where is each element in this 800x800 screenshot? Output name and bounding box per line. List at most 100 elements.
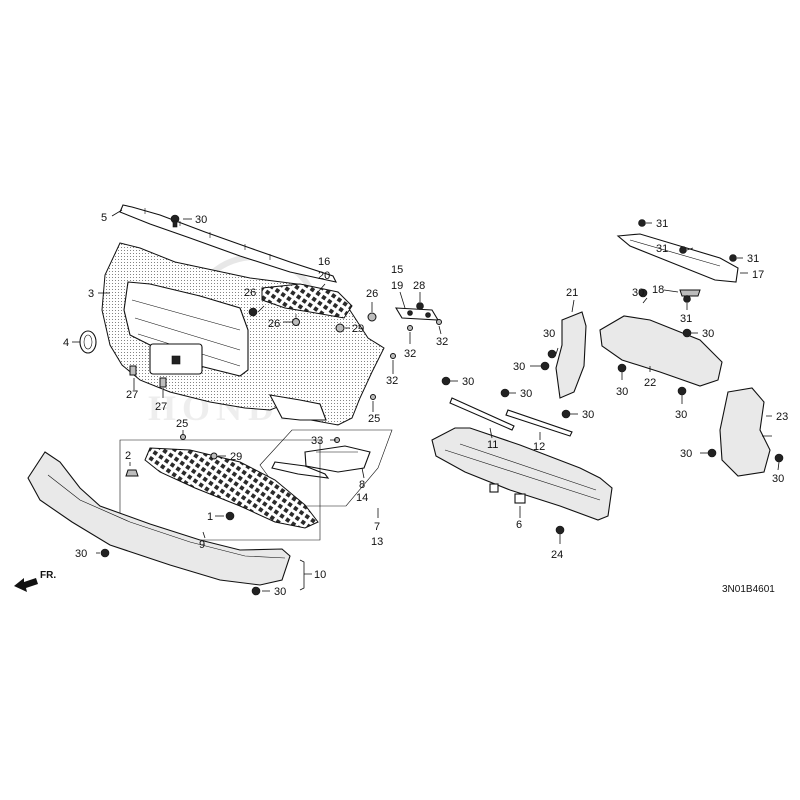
callout-32: 32 (404, 348, 416, 360)
callout-27: 27 (155, 401, 167, 413)
callout-30: 30 (772, 473, 784, 485)
fastener-30-spoiler-bottom[interactable] (251, 586, 261, 596)
fastener-25a[interactable] (370, 394, 376, 400)
callout-20: 20 (318, 270, 330, 282)
callout-26: 26 (268, 318, 280, 330)
fastener-26c[interactable] (367, 312, 377, 322)
fastener-26a[interactable] (248, 307, 258, 317)
fastener-30-spoiler-left[interactable] (100, 548, 110, 558)
part-bracket-16-20[interactable] (261, 283, 353, 319)
callout-15: 15 (391, 264, 403, 276)
fastener-30-r1[interactable] (638, 288, 648, 298)
callout-6: 6 (516, 519, 522, 531)
part-stay-12[interactable] (505, 409, 573, 437)
callout-25: 25 (368, 413, 380, 425)
callout-24: 24 (551, 549, 563, 561)
fastener-30-r10[interactable] (707, 448, 717, 458)
callout-5: 5 (101, 212, 107, 224)
callout-16: 16 (318, 256, 330, 268)
part-bracket-21[interactable] (555, 311, 587, 399)
callout-22: 22 (644, 377, 656, 389)
part-upper-brace[interactable] (616, 233, 739, 283)
fastener-30-r8[interactable] (500, 388, 510, 398)
callout-30: 30 (702, 328, 714, 340)
callout-14: 14 (356, 492, 368, 504)
callout-32: 32 (386, 375, 398, 387)
part-bumper-beam[interactable] (431, 427, 613, 521)
fastener-31a[interactable] (638, 219, 646, 227)
part-lower-grille[interactable] (144, 447, 319, 529)
part-absorber-22[interactable] (599, 315, 723, 387)
callout-2: 2 (125, 450, 131, 462)
fastener-27a[interactable] (129, 365, 137, 376)
callout-30: 30 (675, 409, 687, 421)
part-emblem[interactable] (79, 330, 97, 354)
fastener-31c[interactable] (729, 254, 737, 262)
fastener-29-top[interactable] (335, 323, 345, 333)
callout-31: 31 (656, 243, 668, 255)
fastener-32b[interactable] (407, 325, 413, 331)
part-lower-spoiler[interactable] (27, 451, 291, 586)
group-box-9 (119, 439, 321, 541)
callout-23: 23 (776, 411, 788, 423)
callout-33: 33 (311, 435, 323, 447)
callout-4: 4 (63, 337, 69, 349)
callout-12: 12 (533, 441, 545, 453)
fastener-32a[interactable] (436, 319, 442, 325)
fastener-28[interactable] (416, 302, 424, 310)
part-fog-garnish[interactable] (271, 445, 371, 479)
fastener-18[interactable] (679, 289, 701, 297)
callout-26: 26 (244, 287, 256, 299)
callout-13: 13 (371, 536, 383, 548)
diagram-code: 3N01B4601 (722, 584, 775, 595)
fastener-30-r6[interactable] (677, 386, 687, 396)
callout-30: 30 (75, 548, 87, 560)
fastener-31b[interactable] (679, 246, 687, 254)
fastener-2[interactable] (125, 469, 139, 477)
fastener-30-r9[interactable] (561, 409, 571, 419)
svg-text:FR.: FR. (40, 570, 56, 581)
callout-30: 30 (616, 386, 628, 398)
part-stay-11[interactable] (449, 397, 515, 431)
leader-lines (72, 209, 780, 592)
callout-10: 10 (314, 569, 326, 581)
fastener-32c[interactable] (390, 353, 396, 359)
callout-30: 30 (632, 287, 644, 299)
fastener-1[interactable] (225, 511, 235, 521)
callout-30: 30 (680, 448, 692, 460)
callout-31: 31 (680, 313, 692, 325)
fastener-30-r3[interactable] (547, 349, 557, 359)
fastener-30-r7[interactable] (441, 376, 451, 386)
fastener-25b[interactable] (180, 434, 186, 440)
callout-labels: 5 30 3 4 16 20 26 26 26 29 15 19 28 32 3… (63, 212, 788, 598)
fastener-30-r5[interactable] (617, 363, 627, 373)
fastener-31d[interactable] (683, 295, 691, 303)
part-spacer-15-19[interactable] (394, 307, 440, 321)
fastener-30-r4[interactable] (540, 361, 550, 371)
fastener-30-top[interactable] (170, 214, 180, 228)
fastener-30-r11[interactable] (774, 453, 784, 463)
fastener-24[interactable] (555, 525, 565, 535)
fastener-29-low[interactable] (210, 452, 218, 460)
callout-29: 29 (230, 451, 242, 463)
fastener-26b[interactable] (292, 314, 300, 326)
part-bracket-23[interactable] (719, 387, 771, 477)
callout-17: 17 (752, 269, 764, 281)
part-bumper-face[interactable] (101, 242, 385, 426)
fastener-30-r2[interactable] (682, 328, 692, 338)
callout-30: 30 (195, 214, 207, 226)
callout-30: 30 (274, 586, 286, 598)
callout-30: 30 (520, 388, 532, 400)
callout-28: 28 (413, 280, 425, 292)
callout-25: 25 (176, 418, 188, 430)
front-direction-arrow: FR. (14, 570, 56, 592)
callout-19: 19 (391, 280, 403, 292)
callout-30: 30 (462, 376, 474, 388)
callout-9: 9 (199, 539, 205, 551)
callout-18: 18 (652, 284, 664, 296)
callout-7: 7 (374, 521, 380, 533)
callout-21: 21 (566, 287, 578, 299)
fastener-27b[interactable] (159, 377, 167, 388)
callout-29: 29 (352, 323, 364, 335)
